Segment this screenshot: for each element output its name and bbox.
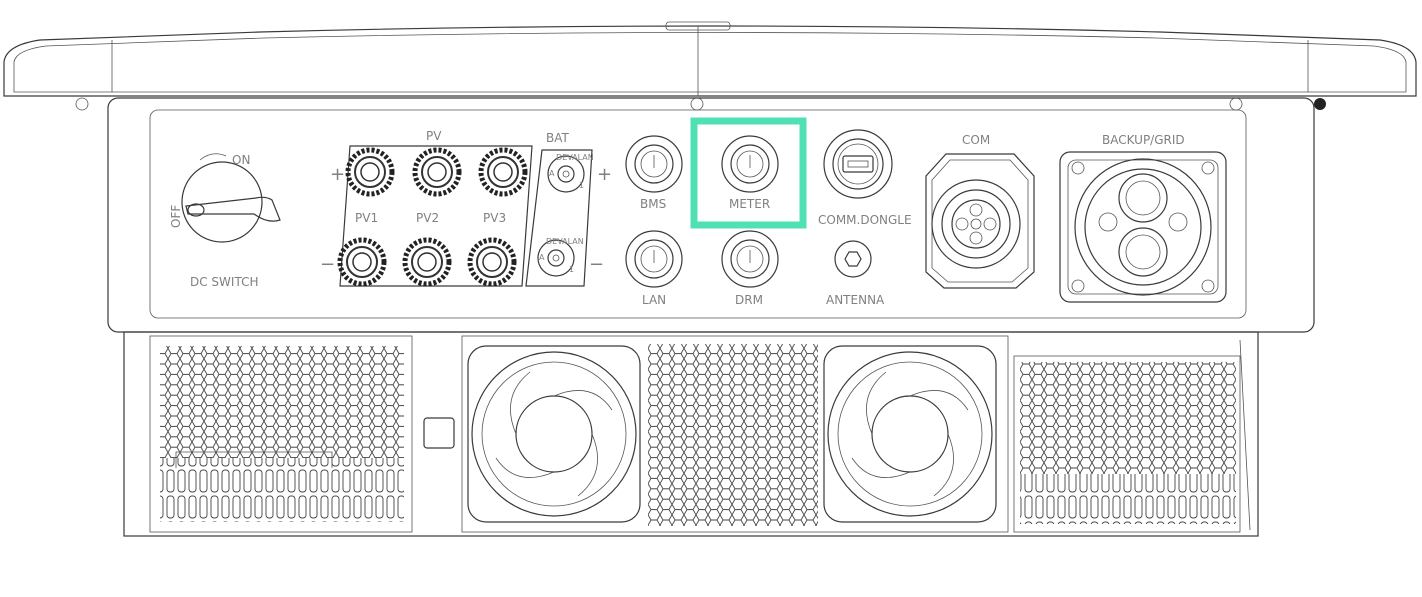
backup-grid-port[interactable]: BACKUP/GRID (1059, 133, 1227, 303)
backup-grid-label: BACKUP/GRID (1102, 133, 1185, 147)
conn-a-text: A (539, 253, 545, 262)
conn-1-text: 1 (579, 181, 584, 190)
bms-port[interactable]: BMS (625, 135, 683, 211)
comm-dongle-port[interactable]: COMM.DONGLE (818, 129, 912, 227)
pv1-label: PV1 (355, 211, 378, 225)
pv3-plus-connector[interactable] (478, 147, 528, 197)
meter-port[interactable]: METER (690, 117, 807, 229)
heatsink-section (123, 331, 1259, 537)
side-clip (423, 417, 455, 449)
bat-plus-label: + (597, 164, 612, 185)
antenna-port[interactable]: ANTENNA (826, 240, 885, 307)
pv2-label: PV2 (416, 211, 439, 225)
pv-minus-label: − (320, 254, 335, 275)
right-vent-slots (1020, 474, 1236, 524)
pv2-minus-connector[interactable] (402, 237, 452, 287)
pv1-minus-connector[interactable] (337, 237, 387, 287)
bat-minus-connector[interactable]: DEVALAN A 1 (537, 237, 584, 277)
right-vent-grille (1020, 362, 1236, 474)
pv-plus-label: + (330, 164, 345, 185)
lan-port[interactable]: LAN (625, 230, 683, 307)
dc-switch-label: DC SWITCH (190, 275, 258, 289)
bat-plus-connector[interactable]: DEVALAN A 1 (547, 153, 594, 193)
pv3-minus-connector[interactable] (467, 237, 517, 287)
off-label: OFF (169, 205, 183, 228)
meter-highlight-frame (690, 117, 807, 229)
drm-port[interactable]: DRM (721, 230, 779, 307)
drm-label: DRM (735, 293, 763, 307)
com-port[interactable]: COM (925, 133, 1035, 289)
left-vent-grille (160, 346, 404, 458)
conn-a-text: A (549, 169, 555, 178)
center-vent-grille (648, 344, 818, 526)
devalan-text: DEVALAN (546, 237, 584, 246)
devalan-text: DEVALAN (556, 153, 594, 162)
top-cover (3, 21, 1417, 97)
lan-label: LAN (642, 293, 666, 307)
bat-minus-label: − (589, 254, 604, 275)
cooling-fan-left (467, 345, 641, 523)
cooling-fan-right (823, 345, 997, 523)
conn-1-text: 1 (569, 265, 574, 274)
left-vent-slots (160, 458, 404, 522)
dc-switch[interactable]: ON OFF DC SWITCH (169, 153, 281, 289)
pv2-plus-connector[interactable] (412, 147, 462, 197)
pv1-plus-connector[interactable] (345, 147, 395, 197)
pv3-label: PV3 (483, 211, 506, 225)
comm-dongle-label: COMM.DONGLE (818, 213, 912, 227)
pv-connector-group: PV + − PV1 PV2 PV3 (320, 129, 533, 287)
bat-label: BAT (546, 131, 570, 145)
pv-label: PV (426, 129, 442, 143)
on-label: ON (232, 153, 250, 167)
antenna-label: ANTENNA (826, 293, 885, 307)
com-label: COM (962, 133, 990, 147)
meter-label: METER (729, 197, 770, 211)
battery-connector-group: BAT + − DEVALAN A 1 DEVALAN A 1 (525, 131, 612, 287)
mounting-screws (75, 97, 1326, 111)
bms-label: BMS (640, 197, 666, 211)
